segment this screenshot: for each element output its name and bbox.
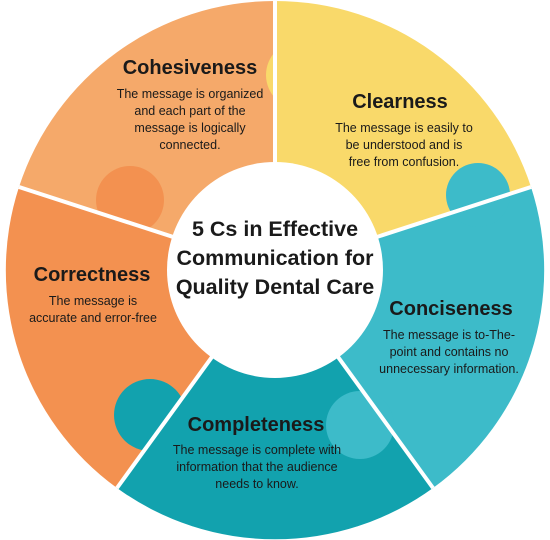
correctness-description: The message is accurate and error-free [29,294,157,325]
cohesiveness-description: The message is organized and each part o… [116,87,264,152]
puzzle-piece-completeness [117,270,433,540]
center-circle [167,162,383,378]
completeness-title: Completeness [187,414,325,436]
completeness-description: The message is complete with information… [172,443,342,491]
clearness-description: The message is easily to be understood a… [335,121,473,169]
cohesiveness-title: Cohesiveness [122,57,258,79]
center-title: 5 Cs in Effective Communication for Qual… [175,217,375,299]
puzzle-knob-clearness-into-cohesiveness [266,41,334,109]
puzzle-knob-completeness-into-correctness [114,379,186,451]
conciseness-description: The message is to-The-point and contains… [379,328,519,376]
conciseness-title: Conciseness [389,298,513,320]
correctness-title: Correctness [33,264,151,286]
clearness-title: Clearness [352,91,448,113]
